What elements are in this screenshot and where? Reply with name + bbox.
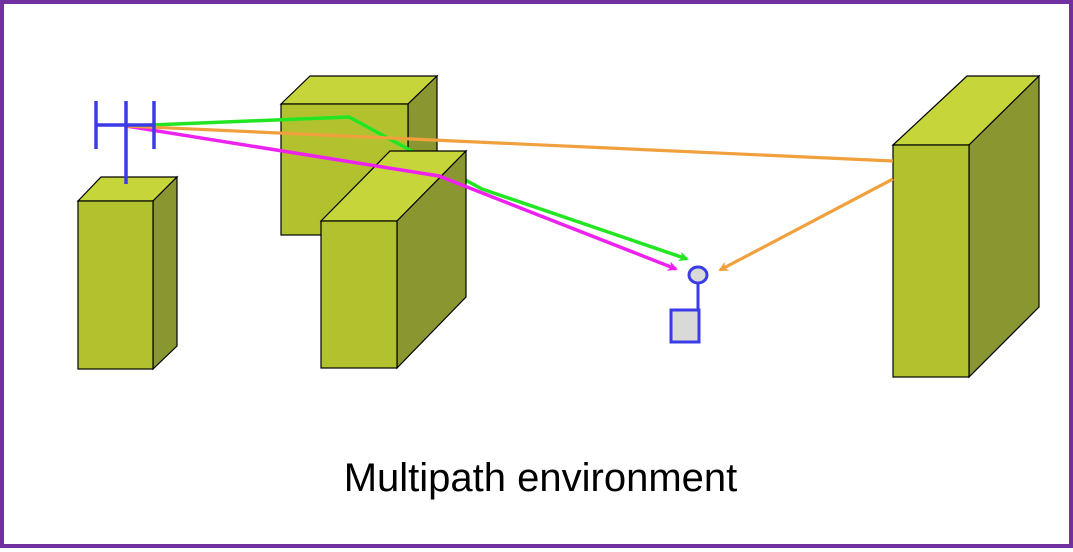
path-reflected-orange-return <box>718 177 894 272</box>
receiver-device-icon <box>669 265 709 344</box>
path-reflected-magenta <box>125 124 678 271</box>
building-right <box>891 74 1041 379</box>
path-reflected-orange <box>125 124 894 163</box>
multipath-scene <box>76 74 1041 379</box>
building-left <box>76 175 179 371</box>
building-middle-front <box>319 149 468 370</box>
diagram-caption: Multipath environment <box>343 456 738 500</box>
base-station-antenna-icon <box>94 101 156 184</box>
